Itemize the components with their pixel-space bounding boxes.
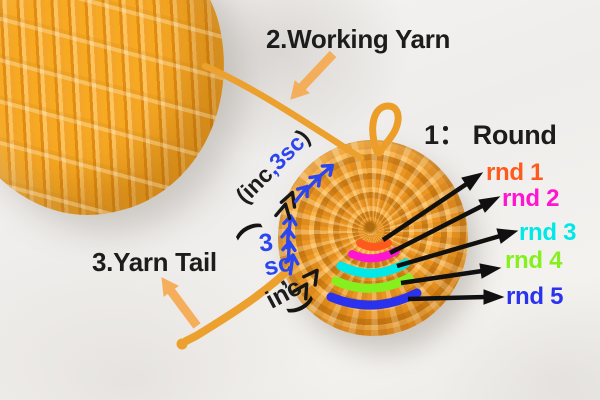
rnd-1-arrowhead-icon	[461, 172, 484, 191]
rnd-2-arrow	[388, 202, 486, 256]
rnd-4-arrowhead-icon	[479, 263, 502, 279]
rnd-3-arrowhead-icon	[496, 228, 519, 244]
yarn-tail-strand	[182, 260, 299, 345]
yarn-tail-end	[176, 338, 188, 350]
magic-ring-center	[361, 220, 378, 235]
rnd-5-arrow	[407, 294, 486, 302]
round-title: 1： Round	[424, 120, 557, 150]
rnd-1-arc	[356, 239, 392, 251]
rnd-4-arc	[331, 273, 414, 293]
yarn-tail-label: 3.Yarn Tail	[92, 247, 217, 277]
rnd-1-label: rnd 1	[486, 159, 544, 186]
rnd-5-arrowhead-icon	[483, 289, 505, 305]
guide-arrows	[161, 50, 337, 329]
yarn-tail-arrowhead-icon	[161, 277, 179, 297]
rnd-2-arrowhead-icon	[478, 196, 501, 213]
rnd-3-arrow	[396, 233, 501, 269]
yarn-tail-arrow	[167, 288, 201, 329]
rnd-1-arrow	[381, 181, 470, 242]
stitch-direction-chevrons	[274, 163, 335, 301]
working-yarn-label: 2.Working Yarn	[266, 24, 451, 54]
working-yarn-strand	[201, 62, 365, 162]
rnd-4-label: rnd 4	[505, 247, 563, 274]
chevron-up-icon	[279, 190, 297, 209]
rnd-2-label: rnd 2	[502, 185, 560, 212]
chevron-up-icon	[302, 268, 319, 287]
chevron-up-icon	[292, 282, 309, 301]
rnd-2-arc	[348, 247, 400, 263]
chevron-up-icon	[316, 163, 335, 180]
starting-loop	[369, 102, 402, 157]
rnd-4-arrow	[400, 268, 483, 286]
round-pointer-arrows	[381, 172, 519, 305]
rnd-3-arc	[336, 258, 411, 278]
rnd-5-arc	[326, 288, 422, 310]
chevron-up-icon	[274, 202, 292, 221]
working-yarn-arrow	[298, 50, 337, 91]
rnd-3-label: rnd 3	[519, 219, 577, 246]
rnd-5-label: rnd 5	[506, 283, 564, 310]
working-yarn-arrowhead-icon	[290, 80, 310, 100]
